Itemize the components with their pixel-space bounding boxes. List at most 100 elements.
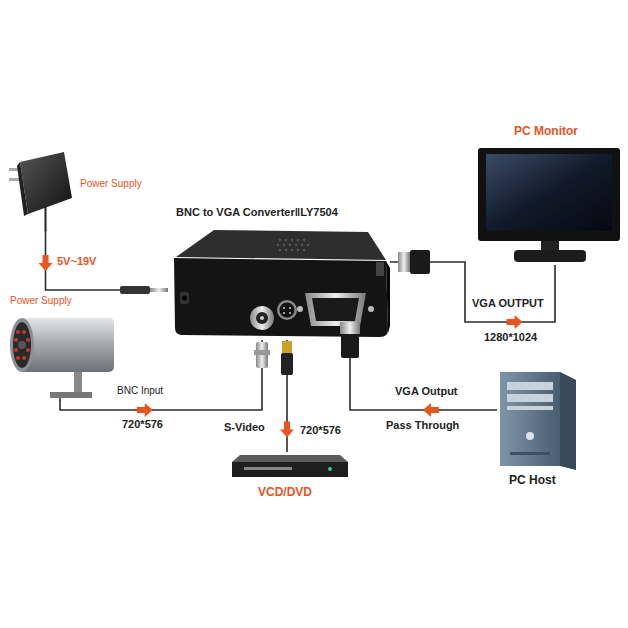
dvd-drawing-part xyxy=(232,455,348,462)
cable-label: 5V~19V xyxy=(55,255,98,268)
converter-drawing-part xyxy=(260,316,264,320)
signal-label: Pass Through xyxy=(384,419,461,432)
camera-drawing-part xyxy=(13,322,31,368)
converter-drawing-part xyxy=(297,306,303,312)
pc-tower-drawing-part xyxy=(507,394,553,402)
monitor-drawing-part xyxy=(486,154,612,231)
cable-label: 720*576 xyxy=(298,424,343,437)
dc-plug xyxy=(120,286,168,294)
converter-drawing-part-part xyxy=(295,244,298,247)
pc-tower-drawing-part xyxy=(560,372,576,470)
converter-drawing-part xyxy=(250,306,274,330)
camera-drawing xyxy=(10,318,114,401)
power-adapter-drawing-part xyxy=(20,152,72,214)
converter-drawing-part xyxy=(283,307,285,309)
power-adapter-drawing xyxy=(9,152,72,231)
camera-drawing-part xyxy=(59,398,61,401)
camera-drawing-part xyxy=(14,330,30,360)
converter-drawing-part xyxy=(174,258,388,337)
flow-arrow xyxy=(280,422,294,438)
converter-drawing-part xyxy=(386,261,390,333)
vga-plug-pass-through-part xyxy=(341,334,359,358)
converter-drawing-part xyxy=(176,230,386,260)
s-video-plug-part xyxy=(281,353,293,375)
converter-drawing-part-part xyxy=(291,239,294,242)
converter-drawing-part xyxy=(256,312,268,324)
pc-tower-drawing-part xyxy=(510,452,550,455)
converter-box: BNC to VGA Converter‖LY7504 xyxy=(168,228,390,340)
camera-drawing-part-part xyxy=(14,338,18,342)
converter-drawing-part xyxy=(312,298,359,321)
camera-drawing-part-part xyxy=(16,356,20,360)
cable-label: VGA OUTPUT xyxy=(470,297,546,310)
camera-drawing-part-part xyxy=(22,356,26,360)
camera-drawing-part-part xyxy=(26,338,30,342)
resolution-label: 720*576 xyxy=(120,418,165,431)
signal-label: S-Video xyxy=(222,421,267,434)
camera-drawing-part-part xyxy=(22,330,26,334)
flow-arrow xyxy=(137,403,153,417)
s-video-plug xyxy=(281,341,293,375)
power-adapter-drawing-part xyxy=(45,206,47,231)
converter-drawing-part xyxy=(368,306,374,312)
converter-drawing-part-part xyxy=(289,244,292,247)
device-label: Power Supply xyxy=(10,295,72,307)
dvd-drawing-part xyxy=(328,467,332,471)
flow-arrow xyxy=(507,315,523,329)
vga-plug-pass-through xyxy=(340,322,360,358)
pc-tower-drawing xyxy=(500,372,576,470)
bnc-plug-part xyxy=(254,350,270,355)
vga-plug-output-part xyxy=(410,250,430,274)
flow-arrow xyxy=(39,255,53,271)
device-label: VCD/DVD xyxy=(258,486,312,500)
dvd-drawing-part xyxy=(232,462,348,477)
converter-drawing-part xyxy=(376,262,384,276)
converter-drawing-part xyxy=(305,293,366,326)
pc-tower-drawing-part xyxy=(507,406,553,410)
converter-drawing-part-part xyxy=(297,239,300,242)
converter-drawing-part-part xyxy=(291,249,294,252)
camera-drawing-part xyxy=(22,318,114,372)
dvd-drawing-part xyxy=(244,467,292,470)
pc-tower-drawing-part xyxy=(500,372,560,466)
camera-drawing-part-part xyxy=(14,348,18,352)
device-label: PC Host xyxy=(509,474,556,488)
converter-drawing-part xyxy=(180,292,189,304)
monitor-drawing-part xyxy=(541,241,559,251)
monitor-drawing-part xyxy=(514,250,586,262)
converter-drawing-part-part xyxy=(279,239,282,242)
vga-plug-pass-through-part xyxy=(340,322,360,334)
converter-drawing-part-part xyxy=(297,249,300,252)
converter-drawing-part xyxy=(280,303,295,318)
camera-drawing-part-part xyxy=(26,348,30,352)
converter-drawing-part-part xyxy=(279,249,282,252)
cctv-camera: Power Supply xyxy=(4,315,114,400)
camera-drawing-part xyxy=(74,372,82,392)
converter-drawing-part-part xyxy=(303,239,306,242)
converter-drawing-part xyxy=(283,312,285,314)
dvd-player: VCD/DVD xyxy=(232,452,348,480)
monitor-drawing xyxy=(478,148,620,262)
cable-label: VGA Output xyxy=(393,385,460,398)
converter-drawing-part-part xyxy=(285,249,288,252)
camera-drawing-part xyxy=(18,341,26,349)
monitor-drawing-part xyxy=(478,148,620,241)
converter-drawing-part-part xyxy=(301,244,304,247)
converter-drawing-part xyxy=(277,239,310,252)
pc-monitor: PC Monitor xyxy=(476,145,622,265)
converter-drawing-part-part xyxy=(307,244,310,247)
converter-drawing-part-part xyxy=(303,249,306,252)
cable-line xyxy=(46,230,169,290)
device-label: PC Monitor xyxy=(514,125,578,139)
bnc-plug xyxy=(254,342,270,368)
converter-drawing-part-part xyxy=(285,239,288,242)
camera-drawing-part-part xyxy=(16,330,20,334)
s-video-plug-part xyxy=(282,341,292,353)
dc-plug-part xyxy=(150,288,168,292)
pc-tower-drawing-part xyxy=(507,382,553,390)
cable-label: BNC Input xyxy=(115,385,165,397)
vga-plug-output xyxy=(398,250,430,274)
cable-connector xyxy=(39,230,169,290)
